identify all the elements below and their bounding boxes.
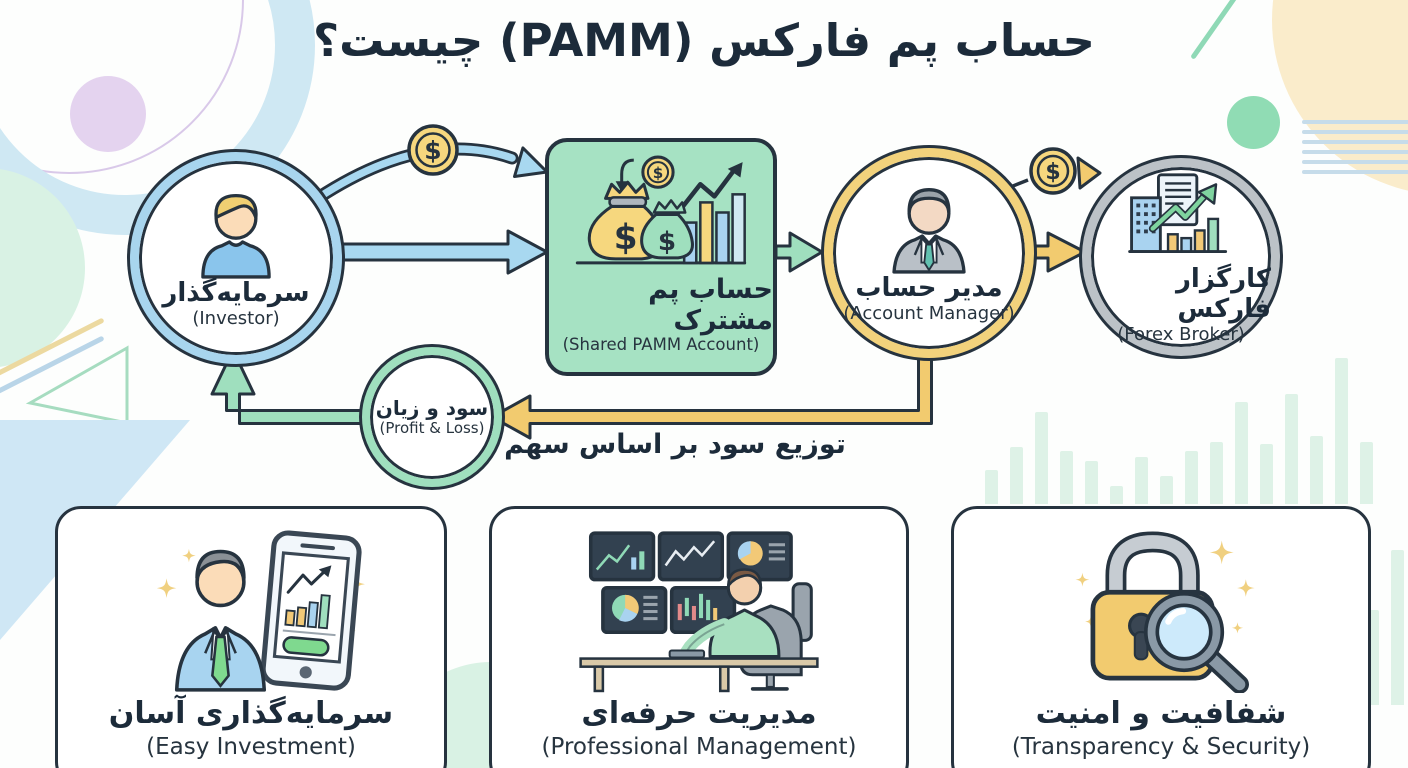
profit-loss-label-en: (Profit & Loss) bbox=[379, 418, 485, 437]
person-avatar-icon bbox=[201, 193, 271, 279]
sparkle-icon bbox=[182, 548, 196, 563]
money-bags-chart-icon: $ $ $ bbox=[575, 155, 747, 265]
background-bar-chart-decoration bbox=[985, 358, 1408, 504]
suit-person-avatar-icon bbox=[892, 187, 966, 274]
curved-deposit-arrow bbox=[311, 142, 549, 205]
account-manager-node: مدیر حساب (Account Manager) bbox=[824, 148, 1034, 358]
profit-loss-label-fa: سود و زیان bbox=[375, 395, 489, 420]
broker-label-en: (Forex Broker) bbox=[1117, 323, 1245, 345]
feature-card-transparency-security: شفافیت و امنیت (Transparency & Security) bbox=[951, 506, 1371, 768]
professional-management-label-en: (Professional Management) bbox=[541, 733, 857, 760]
forex-broker-node: کارگزار فارکس (Forex Broker) bbox=[1082, 158, 1280, 356]
mint-triangle-outline bbox=[25, 345, 129, 425]
svg-text:$: $ bbox=[1045, 160, 1060, 185]
sparkle-icon bbox=[1075, 572, 1090, 587]
transparency-security-label-en: (Transparency & Security) bbox=[1011, 733, 1311, 760]
mint-dot-decoration bbox=[1227, 96, 1280, 149]
easy-investment-label-fa: سرمایه‌گذاری آسان bbox=[108, 696, 394, 731]
sparkle-icon bbox=[156, 578, 177, 598]
transparency-security-label-fa: شفافیت و امنیت bbox=[1035, 696, 1287, 731]
lavender-dot-decoration bbox=[70, 76, 146, 152]
sparkle-icon bbox=[1237, 579, 1255, 597]
svg-text:$: $ bbox=[658, 227, 676, 257]
distribution-caption: توزیع سود بر اساس سهم bbox=[504, 429, 846, 460]
investment-arrow bbox=[334, 229, 549, 275]
easy-investment-label-en: (Easy Investment) bbox=[146, 733, 356, 760]
investor-node: سرمایه‌گذار (Investor) bbox=[130, 152, 342, 364]
background-bar-chart-decoration-2 bbox=[1366, 545, 1408, 705]
svg-text:$: $ bbox=[653, 164, 664, 182]
page-title: حساب پم فارکس (PAMM) چیست؟ bbox=[313, 14, 1095, 67]
horizontal-lines-decoration bbox=[1302, 120, 1408, 180]
manager-to-broker-arrow bbox=[1030, 231, 1087, 273]
building-chart-icon bbox=[1128, 173, 1228, 253]
shared-account-label-en: (Shared PAMM Account) bbox=[562, 335, 760, 355]
shared-pamm-account-node: $ $ $ حساب پم مشترک (Shared PAMM Account… bbox=[545, 138, 777, 376]
investor-label-en: (Investor) bbox=[192, 307, 280, 329]
feature-card-professional-management: مدیریت حرفه‌ای (Professional Management) bbox=[489, 506, 909, 768]
feature-card-easy-investment: سرمایه‌گذاری آسان (Easy Investment) bbox=[55, 506, 447, 768]
shared-account-label-fa: حساب پم مشترک bbox=[648, 274, 773, 337]
pamm-to-manager-arrow bbox=[774, 231, 824, 273]
broker-label-fa: کارگزار فارکس bbox=[1175, 263, 1271, 324]
investor-with-phone-icon bbox=[134, 523, 368, 695]
investor-label-fa: سرمایه‌گذار bbox=[162, 277, 310, 308]
svg-text:$: $ bbox=[424, 136, 441, 165]
professional-management-label-fa: مدیریت حرفه‌ای bbox=[581, 696, 817, 731]
lock-magnifier-icon bbox=[1051, 523, 1271, 695]
dollar-coin-icon: $ bbox=[407, 124, 459, 176]
manager-label-fa: مدیر حساب bbox=[855, 272, 1003, 303]
svg-text:$: $ bbox=[614, 218, 638, 258]
trade-coin-link: $ bbox=[997, 147, 1102, 195]
sparkle-icon bbox=[1209, 540, 1234, 565]
sparkle-icon bbox=[1231, 622, 1244, 634]
manager-label-en: (Account Manager) bbox=[843, 302, 1015, 324]
dollar-coin-icon: $ bbox=[1029, 147, 1077, 195]
small-chevron-arrow bbox=[1076, 156, 1102, 190]
profit-loss-node: سود و زیان (Profit & Loss) bbox=[362, 347, 502, 487]
trader-workstation-icon bbox=[569, 523, 829, 695]
